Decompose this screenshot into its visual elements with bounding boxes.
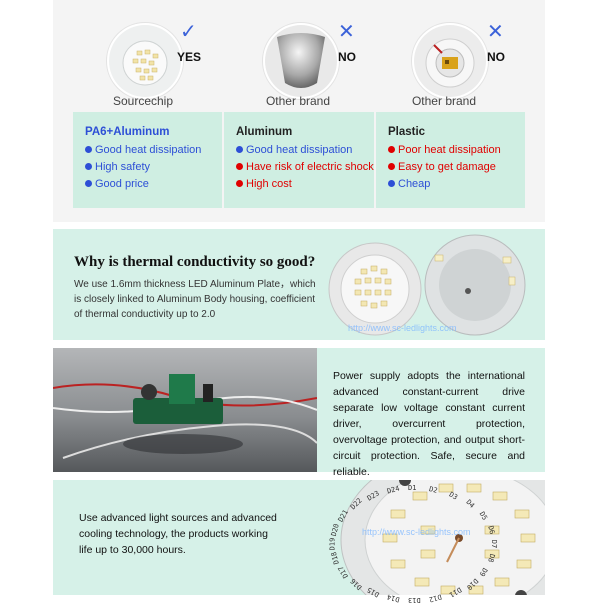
cross-mark-icon: ✕ xyxy=(338,21,355,43)
bullet-icon xyxy=(236,179,243,187)
sourcechip-bulb-image xyxy=(106,22,184,100)
feature-item: Good heat dissipation xyxy=(246,144,353,156)
column-title: Plastic xyxy=(388,126,426,138)
comparison-column-plastic: Plastic Poor heat dissipation Easy to ge… xyxy=(376,112,525,208)
cross-mark-icon-2: ✕ xyxy=(487,21,504,43)
verdict-no: NO xyxy=(338,50,356,64)
feature-item: Good heat dissipation xyxy=(95,144,202,156)
feature-item: Cheap xyxy=(398,178,431,190)
bullet-icon xyxy=(388,145,395,153)
aluminum-back-image xyxy=(423,233,527,337)
bullet-icon xyxy=(85,162,92,170)
power-driver-image xyxy=(53,348,317,472)
feature-item: High cost xyxy=(246,178,292,190)
bullet-icon xyxy=(85,179,92,187)
bullet-icon xyxy=(388,179,395,187)
pcb-label: D13 xyxy=(408,596,421,604)
bullet-icon xyxy=(236,162,243,170)
led-plate-image xyxy=(327,241,423,337)
pcb-label: D7 xyxy=(490,539,499,549)
bullet-icon xyxy=(236,145,243,153)
watermark-text: http://www.sc-ledlights.com xyxy=(348,323,457,333)
column-title: PA6+Aluminum xyxy=(85,126,170,138)
feature-item: High safety xyxy=(95,161,151,173)
brand-caption-other-1: Other brand xyxy=(265,94,331,108)
feature-item: Have risk of electric shock xyxy=(246,161,374,173)
bullet-icon xyxy=(85,145,92,153)
feature-item: Poor heat dissipation xyxy=(398,144,501,156)
feature-item: Easy to get damage xyxy=(398,161,496,173)
verdict-yes: YES xyxy=(177,50,202,64)
pcb-label: D1 xyxy=(408,484,417,492)
check-mark-icon: ✓ xyxy=(180,21,197,43)
brand-caption-sourcechip: Sourcechip xyxy=(112,94,174,108)
lifetime-body: Use advanced light sources and advanced … xyxy=(79,512,277,556)
other-brand-aluminum-bulb-image xyxy=(262,22,340,100)
column-title: Aluminum xyxy=(236,126,293,138)
bullet-icon xyxy=(388,162,395,170)
comparison-column-aluminum: Aluminum Good heat dissipation Have risk… xyxy=(224,112,374,208)
thermal-body: We use 1.6mm thickness LED Aluminum Plat… xyxy=(74,279,316,320)
brand-caption-other-2: Other brand xyxy=(411,94,477,108)
pcb-label: D12 xyxy=(428,592,443,604)
power-section xyxy=(317,348,545,472)
comparison-column-pa6: PA6+Aluminum Good heat dissipation High … xyxy=(73,112,222,208)
verdict-no-2: NO xyxy=(487,50,505,64)
pcb-label: D19 xyxy=(328,537,337,551)
lifetime-section xyxy=(53,480,545,595)
power-body: Power supply adopts the international ad… xyxy=(333,370,525,478)
pcb-label: D14 xyxy=(385,592,401,604)
thermal-heading: Why is thermal conductivity so good? xyxy=(74,254,316,270)
feature-item: Good price xyxy=(95,178,149,190)
watermark-text-2: http://www.sc-ledlights.com xyxy=(362,527,471,537)
other-brand-plastic-bulb-image xyxy=(411,22,489,100)
